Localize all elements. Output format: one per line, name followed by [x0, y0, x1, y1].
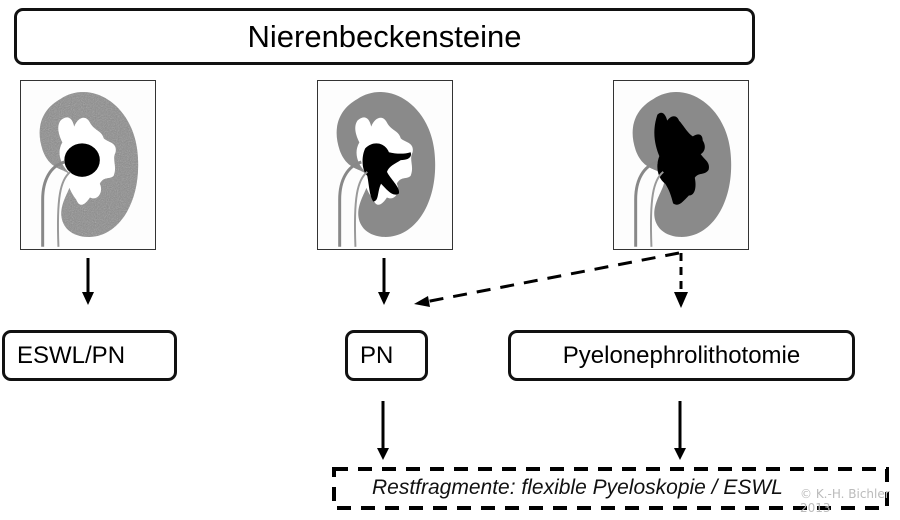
arrowhead-kidney3-to-pyelo — [674, 292, 688, 308]
watermark-line1: © K.-H. Bichler — [800, 487, 890, 501]
node-pn: PN — [345, 330, 428, 381]
node-pyelonephrolithotomie: Pyelonephrolithotomie — [508, 330, 855, 381]
node-eswl-pn: ESWL/PN — [2, 330, 177, 381]
arrowhead-pyelo-to-residual — [674, 448, 686, 460]
kidney-partial-staghorn-icon — [336, 92, 436, 247]
title-box: Nierenbeckensteine — [14, 8, 755, 65]
node-residual-fragments: Restfragmente: flexible Pyeloskopie / ES… — [332, 467, 889, 510]
watermark-line2: 2013 — [800, 501, 831, 515]
diagram-title: Nierenbeckensteine — [247, 18, 522, 54]
kidney-round-stone-icon — [39, 92, 139, 247]
arrowhead-pn-to-residual — [377, 448, 389, 460]
arrowhead-kidney2-to-pn — [378, 292, 390, 305]
arrowhead-kidney3-to-pn — [414, 296, 430, 307]
node-pn-label: PN — [360, 341, 394, 369]
kidney-image-round-stone — [20, 80, 156, 250]
node-residual-label: Restfragmente: flexible Pyeloskopie / ES… — [372, 476, 783, 499]
kidney-image-full-staghorn — [613, 80, 749, 250]
dashed-border — [332, 467, 889, 510]
node-eswl-pn-label: ESWL/PN — [17, 341, 126, 369]
node-pyelo-label: Pyelonephrolithotomie — [562, 341, 801, 369]
kidney-full-staghorn-icon — [632, 92, 732, 247]
dashed-arrow-kidney3-to-pn — [424, 251, 680, 304]
arrowhead-kidney1-to-eswl — [82, 292, 94, 305]
copyright-watermark: © K.-H. Bichler 2013 — [800, 487, 890, 515]
kidney-image-partial-staghorn — [317, 80, 453, 250]
